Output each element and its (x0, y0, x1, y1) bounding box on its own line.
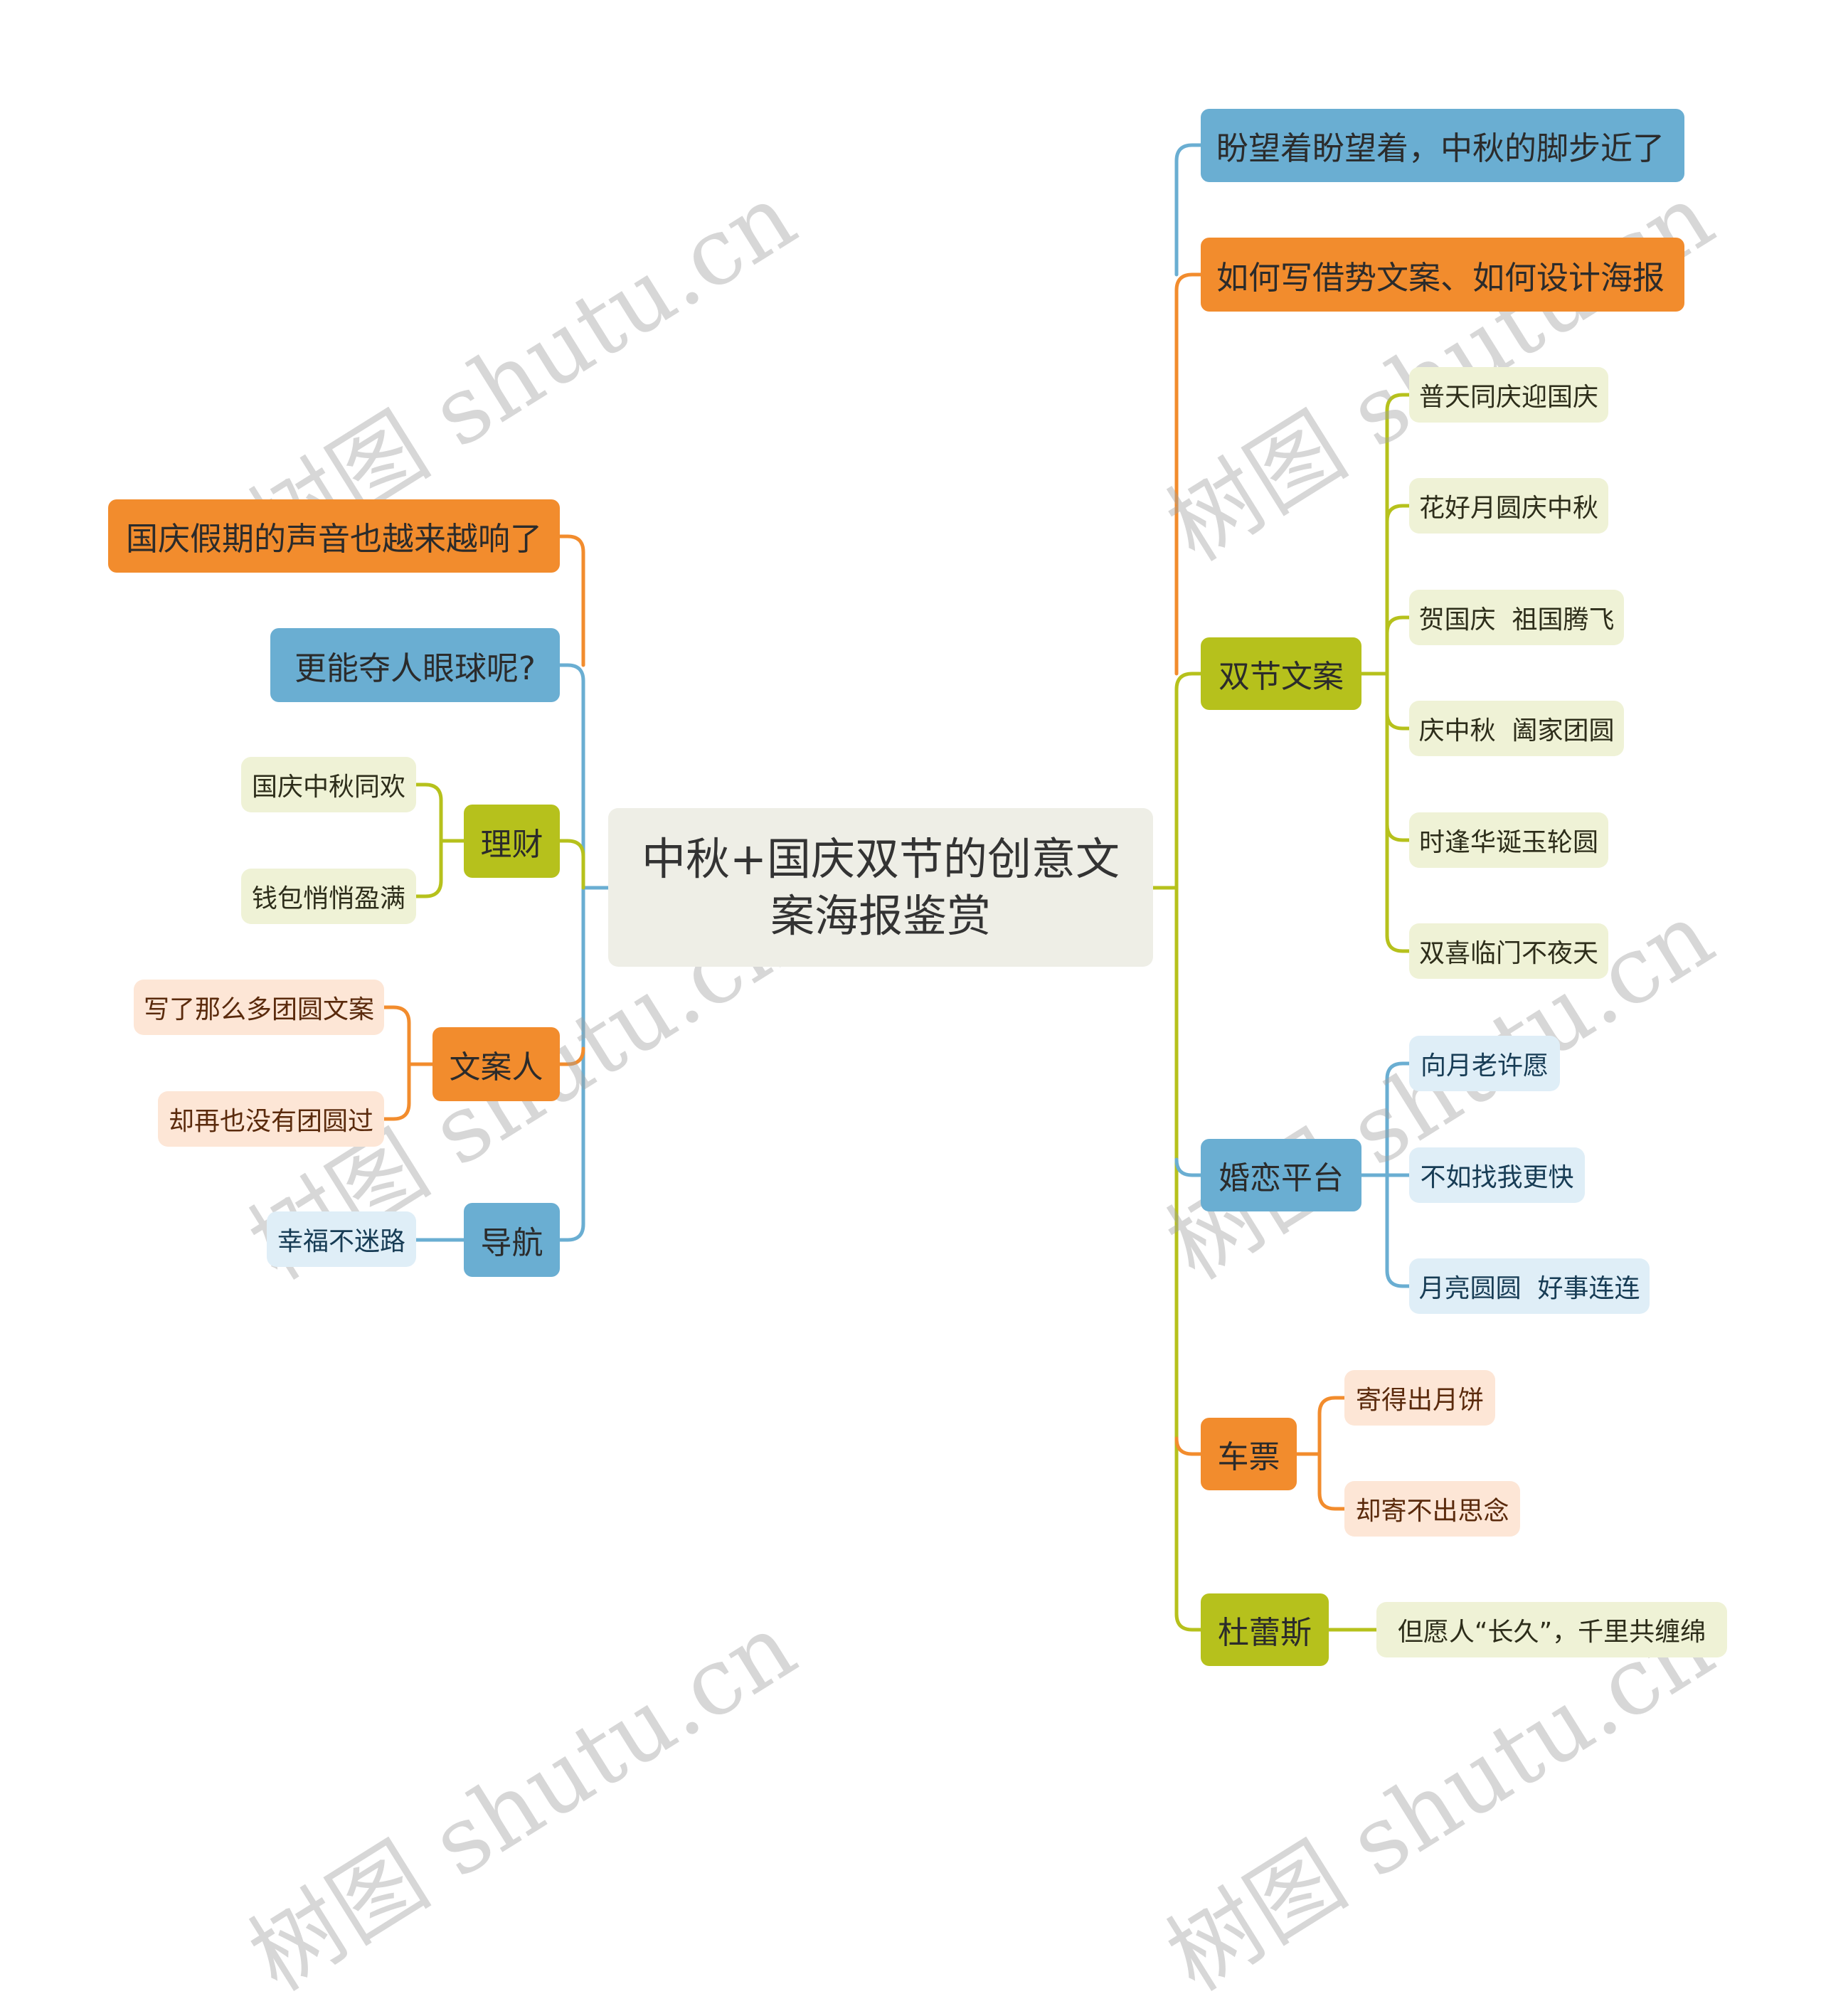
subtopic-label: 向月老许愿 (1421, 1051, 1549, 1081)
subtopic[interactable]: 时逢华诞玉轮圆 (1409, 812, 1608, 868)
mind-map-canvas: 树图 shutu.cn 树图 shutu.cn 树图 shutu.cn 树图 s… (108, 109, 1731, 2012)
topic-right-0[interactable]: 盼望着盼望着，中秋的脚步近了 (1201, 109, 1684, 182)
root-title: 中秋+国庆双节的创意文案海报鉴赏 (642, 832, 1120, 942)
subtopic[interactable]: 花好月圆庆中秋 (1409, 478, 1608, 534)
subtopic[interactable]: 庆中秋 阖家团圆 (1409, 701, 1624, 756)
subtopic-label: 国庆中秋同欢 (252, 773, 406, 802)
subtopic-label: 却再也没有团圆过 (169, 1107, 374, 1136)
subtopic-label: 贺国庆 祖国腾飞 (1418, 605, 1615, 635)
subtopic-label: 却寄不出思念 (1355, 1497, 1509, 1526)
connector-lines (382, 143, 1411, 1632)
topic-label: 婚恋平台 (1219, 1160, 1344, 1197)
topic-label: 双节文案 (1219, 659, 1344, 695)
subtopic[interactable]: 却寄不出思念 (1344, 1481, 1520, 1537)
topic-label: 如何写借势文案、如何设计海报 (1216, 258, 1665, 297)
topic-right-2[interactable]: 双节文案 (1201, 637, 1361, 710)
subtopic[interactable]: 贺国庆 祖国腾飞 (1409, 590, 1624, 645)
subtopic-label: 写了那么多团圆文案 (144, 995, 375, 1024)
subtopic[interactable]: 双喜临门不夜天 (1409, 923, 1608, 979)
subtopic[interactable]: 钱包悄悄盈满 (241, 869, 416, 924)
subtopic-label: 寄得出月饼 (1356, 1386, 1485, 1415)
subtopic-label: 月亮圆圆 好事连连 (1418, 1274, 1640, 1303)
subtopic-label: 普天同庆迎国庆 (1419, 383, 1599, 412)
subtopic-label: 庆中秋 阖家团圆 (1418, 716, 1615, 746)
subtopic[interactable]: 不如找我更快 (1409, 1147, 1585, 1203)
subtopic-label: 幸福不迷路 (277, 1227, 406, 1256)
topic-right-4[interactable]: 车票 (1201, 1418, 1297, 1490)
subtopic-label: 钱包悄悄盈满 (252, 884, 406, 913)
subtopic-label: 花好月圆庆中秋 (1419, 494, 1599, 523)
topic-label: 杜蕾斯 (1218, 1615, 1312, 1651)
subtopic[interactable]: 寄得出月饼 (1344, 1370, 1495, 1426)
topic-label: 导航 (480, 1225, 543, 1261)
topic-left-2[interactable]: 理财 (464, 805, 560, 878)
topic-left-3[interactable]: 文案人 (432, 1027, 560, 1101)
subtopic[interactable]: 国庆中秋同欢 (241, 757, 416, 812)
topic-label: 盼望着盼望着，中秋的脚步近了 (1216, 129, 1665, 167)
topic-right-3[interactable]: 婚恋平台 (1201, 1139, 1361, 1211)
root-topic[interactable]: 中秋+国庆双节的创意文案海报鉴赏 (608, 808, 1153, 967)
topic-label: 国庆假期的声音也越来越响了 (125, 520, 542, 558)
topic-label: 更能夺人眼球呢? (294, 649, 536, 687)
topic-label: 文案人 (449, 1049, 543, 1086)
subtopic[interactable]: 却再也没有团圆过 (158, 1091, 384, 1147)
topic-label: 理财 (480, 826, 543, 863)
subtopic[interactable]: 幸福不迷路 (267, 1211, 416, 1267)
topic-left-1[interactable]: 更能夺人眼球呢? (270, 628, 560, 702)
topic-right-1[interactable]: 如何写借势文案、如何设计海报 (1201, 238, 1684, 312)
subtopic[interactable]: 但愿人“长久”，千里共缠绵 (1376, 1602, 1727, 1657)
subtopic[interactable]: 向月老许愿 (1409, 1036, 1560, 1091)
subtopic-label: 但愿人“长久”，千里共缠绵 (1397, 1618, 1706, 1647)
topic-left-0[interactable]: 国庆假期的声音也越来越响了 (108, 499, 560, 573)
subtopic-label: 不如找我更快 (1420, 1163, 1574, 1192)
subtopic-label: 双喜临门不夜天 (1419, 939, 1599, 968)
topic-label: 车票 (1217, 1439, 1280, 1475)
subtopic[interactable]: 月亮圆圆 好事连连 (1409, 1258, 1650, 1314)
subtopic[interactable]: 写了那么多团圆文案 (134, 980, 384, 1035)
subtopic[interactable]: 普天同庆迎国庆 (1409, 367, 1608, 423)
topic-right-5[interactable]: 杜蕾斯 (1201, 1593, 1329, 1666)
topic-left-4[interactable]: 导航 (464, 1203, 560, 1277)
subtopic-label: 时逢华诞玉轮圆 (1419, 828, 1599, 857)
